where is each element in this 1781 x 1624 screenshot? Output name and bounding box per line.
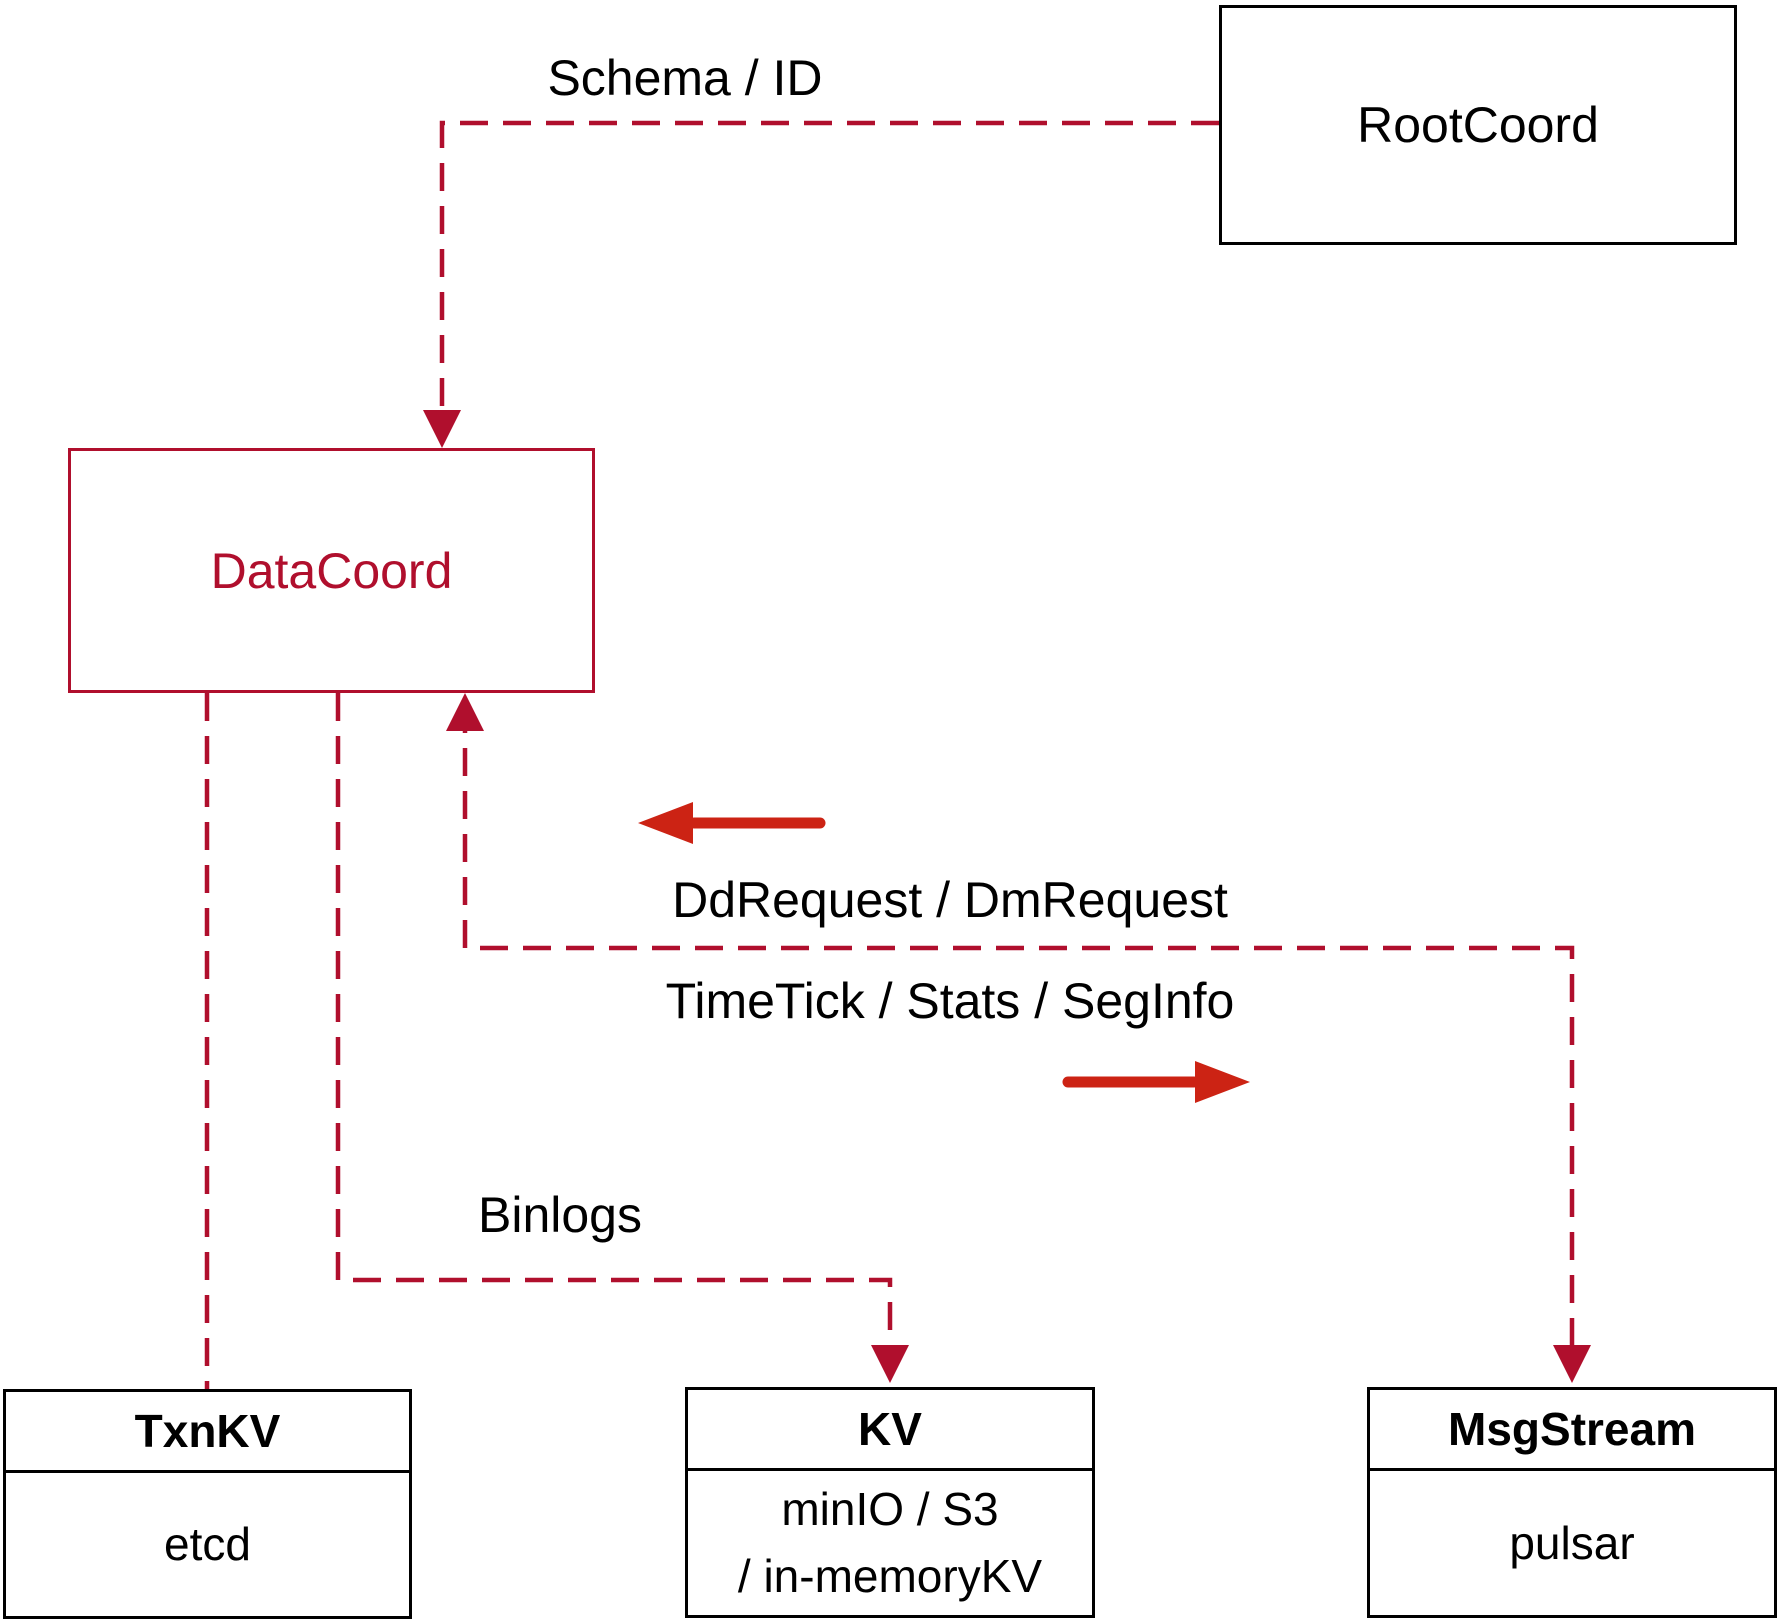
node-msgstream: MsgStream pulsar bbox=[1367, 1387, 1777, 1618]
node-kv-body: minIO / S3 / in-memoryKV bbox=[688, 1471, 1092, 1615]
edge-binlogs-arrowhead-icon bbox=[871, 1345, 909, 1383]
node-txnkv: TxnKV etcd bbox=[3, 1389, 412, 1619]
right-arrow-head bbox=[1195, 1061, 1250, 1103]
edge-datacoord-arrowhead-icon bbox=[446, 693, 484, 731]
edge-msgstream-arrowhead-icon bbox=[1553, 1345, 1591, 1383]
node-rootcoord-label: RootCoord bbox=[1357, 97, 1599, 153]
left-arrow-head bbox=[638, 802, 693, 844]
edge-label-dd-request: DdRequest / DmRequest bbox=[672, 872, 1228, 928]
edge-datacoord-to-kv bbox=[335, 693, 909, 1383]
edge-datacoord-msgstream bbox=[446, 693, 1591, 1383]
edge-schema-id-arrowhead-icon bbox=[423, 410, 461, 448]
node-kv-title: KV bbox=[688, 1390, 1092, 1471]
node-msgstream-body: pulsar bbox=[1509, 1516, 1635, 1569]
edge-binlogs-line bbox=[335, 693, 893, 1368]
edge-label-schema-id: Schema / ID bbox=[547, 50, 823, 106]
left-direction-arrow-icon bbox=[638, 802, 826, 844]
node-txnkv-body: etcd bbox=[164, 1518, 251, 1570]
node-rootcoord: RootCoord bbox=[1219, 5, 1737, 245]
edge-msgstream-line bbox=[462, 705, 1575, 1368]
edge-rootcoord-to-datacoord bbox=[423, 120, 1219, 448]
node-msgstream-title: MsgStream bbox=[1370, 1390, 1774, 1471]
node-datacoord: DataCoord bbox=[68, 448, 595, 693]
node-kv-body-line1: minIO / S3 bbox=[781, 1483, 999, 1535]
node-kv-body-line2: / in-memoryKV bbox=[737, 1550, 1043, 1602]
edge-label-binlogs: Binlogs bbox=[478, 1187, 642, 1243]
edge-label-timetick: TimeTick / Stats / SegInfo bbox=[665, 973, 1235, 1029]
edge-schema-id-line bbox=[439, 120, 1219, 436]
node-datacoord-label: DataCoord bbox=[210, 542, 453, 599]
node-txnkv-title: TxnKV bbox=[6, 1392, 409, 1473]
right-direction-arrow-icon bbox=[1062, 1061, 1250, 1103]
node-kv: KV minIO / S3 / in-memoryKV bbox=[685, 1387, 1095, 1618]
